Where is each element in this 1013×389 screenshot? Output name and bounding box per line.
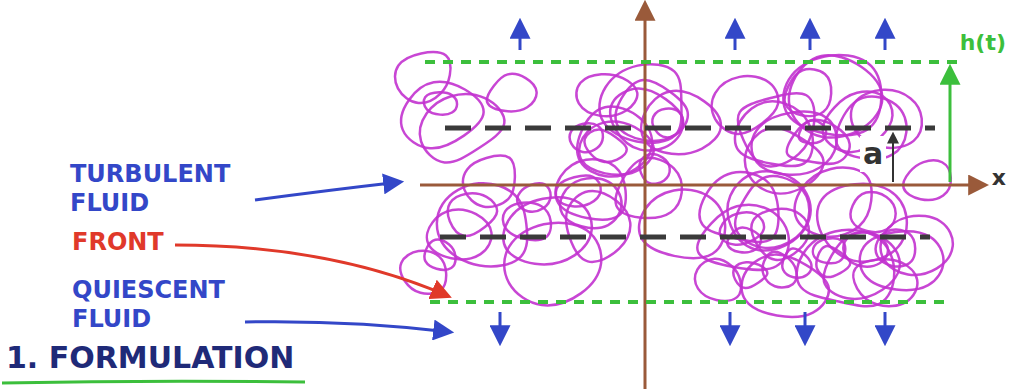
turbulent-eddy bbox=[424, 239, 455, 269]
lower-front bbox=[430, 300, 945, 304]
turbulent-eddy bbox=[463, 156, 515, 207]
turbulent-eddy bbox=[504, 223, 601, 306]
turbulent-eddy bbox=[720, 212, 764, 244]
turbulent-eddy bbox=[615, 158, 681, 218]
spreading-arrows bbox=[500, 22, 885, 342]
turbulent-eddy bbox=[817, 184, 907, 262]
title-underline bbox=[2, 381, 305, 383]
turbulent-eddy bbox=[503, 202, 551, 240]
turbulent-eddy bbox=[695, 259, 741, 301]
axis-label: x bbox=[989, 165, 1009, 191]
turbulent-eddy bbox=[487, 74, 537, 112]
symbol-label: a bbox=[860, 136, 886, 172]
upper-dashed-line bbox=[445, 126, 935, 131]
turbulent-eddy bbox=[599, 64, 681, 143]
turbulent-eddy bbox=[824, 232, 900, 299]
lower-dashed-line bbox=[440, 235, 930, 240]
turbulent-eddy bbox=[584, 130, 626, 163]
a-arrow bbox=[892, 134, 894, 182]
turbulent-eddy bbox=[727, 228, 761, 253]
turbulent-eddy bbox=[903, 160, 951, 199]
turbulent-eddy bbox=[853, 259, 917, 306]
turbulent-eddy bbox=[610, 89, 683, 151]
turbulent-eddy bbox=[735, 101, 813, 166]
x-axis bbox=[420, 184, 985, 187]
turbulent-eddy bbox=[395, 52, 451, 103]
leader-arrow bbox=[255, 182, 400, 200]
turbulent-eddy bbox=[784, 69, 831, 116]
leader-arrow bbox=[245, 322, 450, 332]
upper-front bbox=[425, 60, 965, 64]
height-arrow bbox=[949, 68, 952, 182]
turbulent-eddy bbox=[742, 255, 829, 317]
turbulent-eddy bbox=[401, 82, 484, 149]
region-label: TURBULENT FLUID bbox=[70, 160, 235, 218]
turbulent-eddy bbox=[576, 74, 637, 116]
region-label: QUIESCENT FLUID bbox=[72, 276, 242, 334]
region-label: FRONT bbox=[72, 228, 182, 257]
symbol-label: h(t) bbox=[957, 30, 1009, 56]
turbulent-eddy bbox=[850, 192, 895, 232]
turbulent-eddy bbox=[795, 168, 872, 237]
section-heading: 1. FORMULATION bbox=[6, 340, 294, 376]
